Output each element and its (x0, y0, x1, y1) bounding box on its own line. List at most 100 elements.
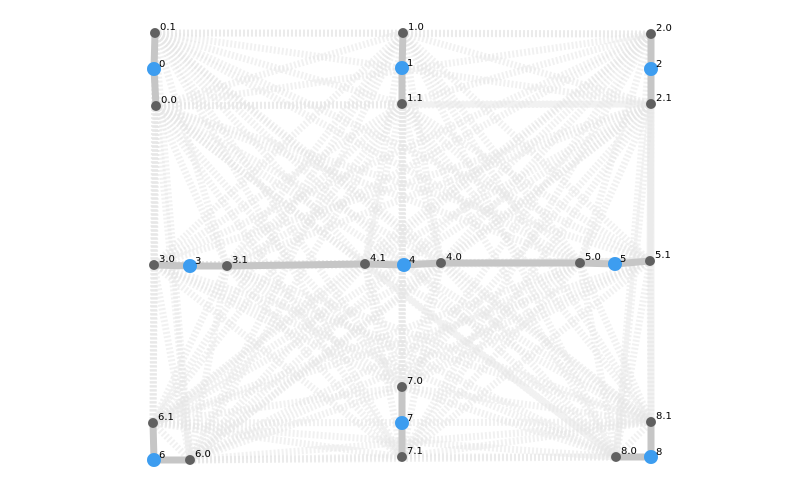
background-edge (361, 263, 406, 458)
background-edge (402, 29, 652, 38)
port-node-6.1[interactable] (148, 418, 158, 428)
background-edge (576, 102, 655, 265)
background-edge (400, 383, 618, 461)
port-node-3.0[interactable] (149, 260, 159, 270)
background-edge (361, 32, 407, 265)
background-edge (399, 260, 583, 390)
background-edge (151, 257, 652, 427)
port-label-0.1: 0.1 (160, 22, 176, 33)
background-edge (225, 30, 653, 270)
background-edge (188, 383, 404, 464)
background-edge (401, 383, 652, 426)
port-label-3.1: 3.1 (232, 255, 248, 266)
background-edge (154, 29, 652, 108)
port-node-5.0[interactable] (575, 258, 585, 268)
background-edge (187, 260, 444, 463)
port-label-6.0: 6.0 (195, 449, 211, 460)
background-edge (154, 102, 582, 267)
background-edge (400, 30, 583, 266)
hub-label-3: 3 (195, 256, 201, 267)
port-node-1.1[interactable] (397, 99, 407, 109)
background-edge (152, 30, 653, 269)
graph-nodes (147, 28, 658, 467)
hub-node-5[interactable] (608, 257, 622, 271)
background-edge (225, 262, 653, 426)
background-edge (151, 32, 194, 461)
port-node-7.0[interactable] (397, 382, 407, 392)
background-edge (152, 30, 619, 460)
background-edge (612, 33, 655, 458)
hub-label-6: 6 (159, 450, 165, 461)
background-edge (363, 260, 653, 426)
hub-node-8[interactable] (644, 450, 658, 464)
background-edge (187, 101, 654, 463)
port-node-5.1[interactable] (645, 256, 655, 266)
port-label-8.0: 8.0 (621, 446, 637, 457)
port-label-5.0: 5.0 (585, 252, 601, 263)
link-edge-3.1-4.1 (223, 260, 369, 270)
port-label-7.0: 7.0 (407, 376, 423, 387)
port-node-0.1[interactable] (150, 28, 160, 38)
hub-node-4[interactable] (397, 258, 411, 272)
hub-label-8: 8 (656, 447, 662, 458)
background-edge (224, 30, 406, 269)
port-label-0.0: 0.0 (161, 95, 177, 106)
hub-label-1: 1 (407, 58, 413, 69)
background-edge (153, 29, 582, 267)
background-edge (151, 31, 406, 459)
port-node-2.0[interactable] (646, 29, 656, 39)
background-edge (151, 31, 231, 268)
background-edge (150, 264, 194, 461)
background-edge (186, 31, 407, 462)
port-node-8.1[interactable] (646, 417, 656, 427)
background-edge (401, 418, 652, 461)
port-node-7.1[interactable] (397, 452, 407, 462)
port-label-4.1: 4.1 (370, 253, 386, 264)
background-edge (150, 101, 405, 426)
background-edge (149, 264, 231, 425)
hub-label-5: 5 (620, 254, 626, 265)
hub-label-2: 2 (656, 59, 662, 70)
port-label-7.1: 7.1 (407, 446, 423, 457)
background-edge (186, 265, 231, 461)
hub-label-4: 4 (409, 255, 415, 266)
port-label-8.1: 8.1 (656, 411, 672, 422)
background-edge (151, 262, 405, 460)
background-edge (152, 100, 653, 269)
background-edge (646, 260, 655, 423)
background-edge (187, 31, 654, 463)
port-node-2.1[interactable] (646, 99, 656, 109)
background-edge (152, 419, 617, 461)
hub-node-1[interactable] (395, 61, 409, 75)
hub-node-6[interactable] (147, 453, 161, 467)
background-edge (362, 261, 619, 460)
hub-node-2[interactable] (644, 62, 658, 76)
background-edge (155, 30, 652, 110)
port-node-3.1[interactable] (222, 261, 232, 271)
background-edge (399, 32, 445, 264)
background-edge (151, 30, 406, 268)
background-edge (150, 420, 193, 463)
background-edge (612, 103, 655, 458)
port-node-8.0[interactable] (611, 452, 621, 462)
hub-node-0[interactable] (147, 62, 161, 76)
port-node-4.1[interactable] (360, 259, 370, 269)
hub-node-7[interactable] (395, 416, 409, 430)
background-edge (150, 31, 406, 425)
background-edge (152, 101, 404, 268)
port-node-4.0[interactable] (436, 258, 446, 268)
background-edge (188, 259, 582, 464)
background-edge (152, 383, 403, 427)
port-node-0.0[interactable] (151, 101, 161, 111)
background-edge (401, 30, 652, 108)
port-label-3.0: 3.0 (159, 254, 175, 265)
hub-node-3[interactable] (183, 259, 197, 273)
port-label-2.0: 2.0 (656, 23, 672, 34)
port-label-2.1: 2.1 (656, 93, 672, 104)
port-node-6.0[interactable] (185, 455, 195, 465)
port-node-1.0[interactable] (398, 28, 408, 38)
port-label-6.1: 6.1 (158, 412, 174, 423)
background-edge (189, 418, 652, 464)
